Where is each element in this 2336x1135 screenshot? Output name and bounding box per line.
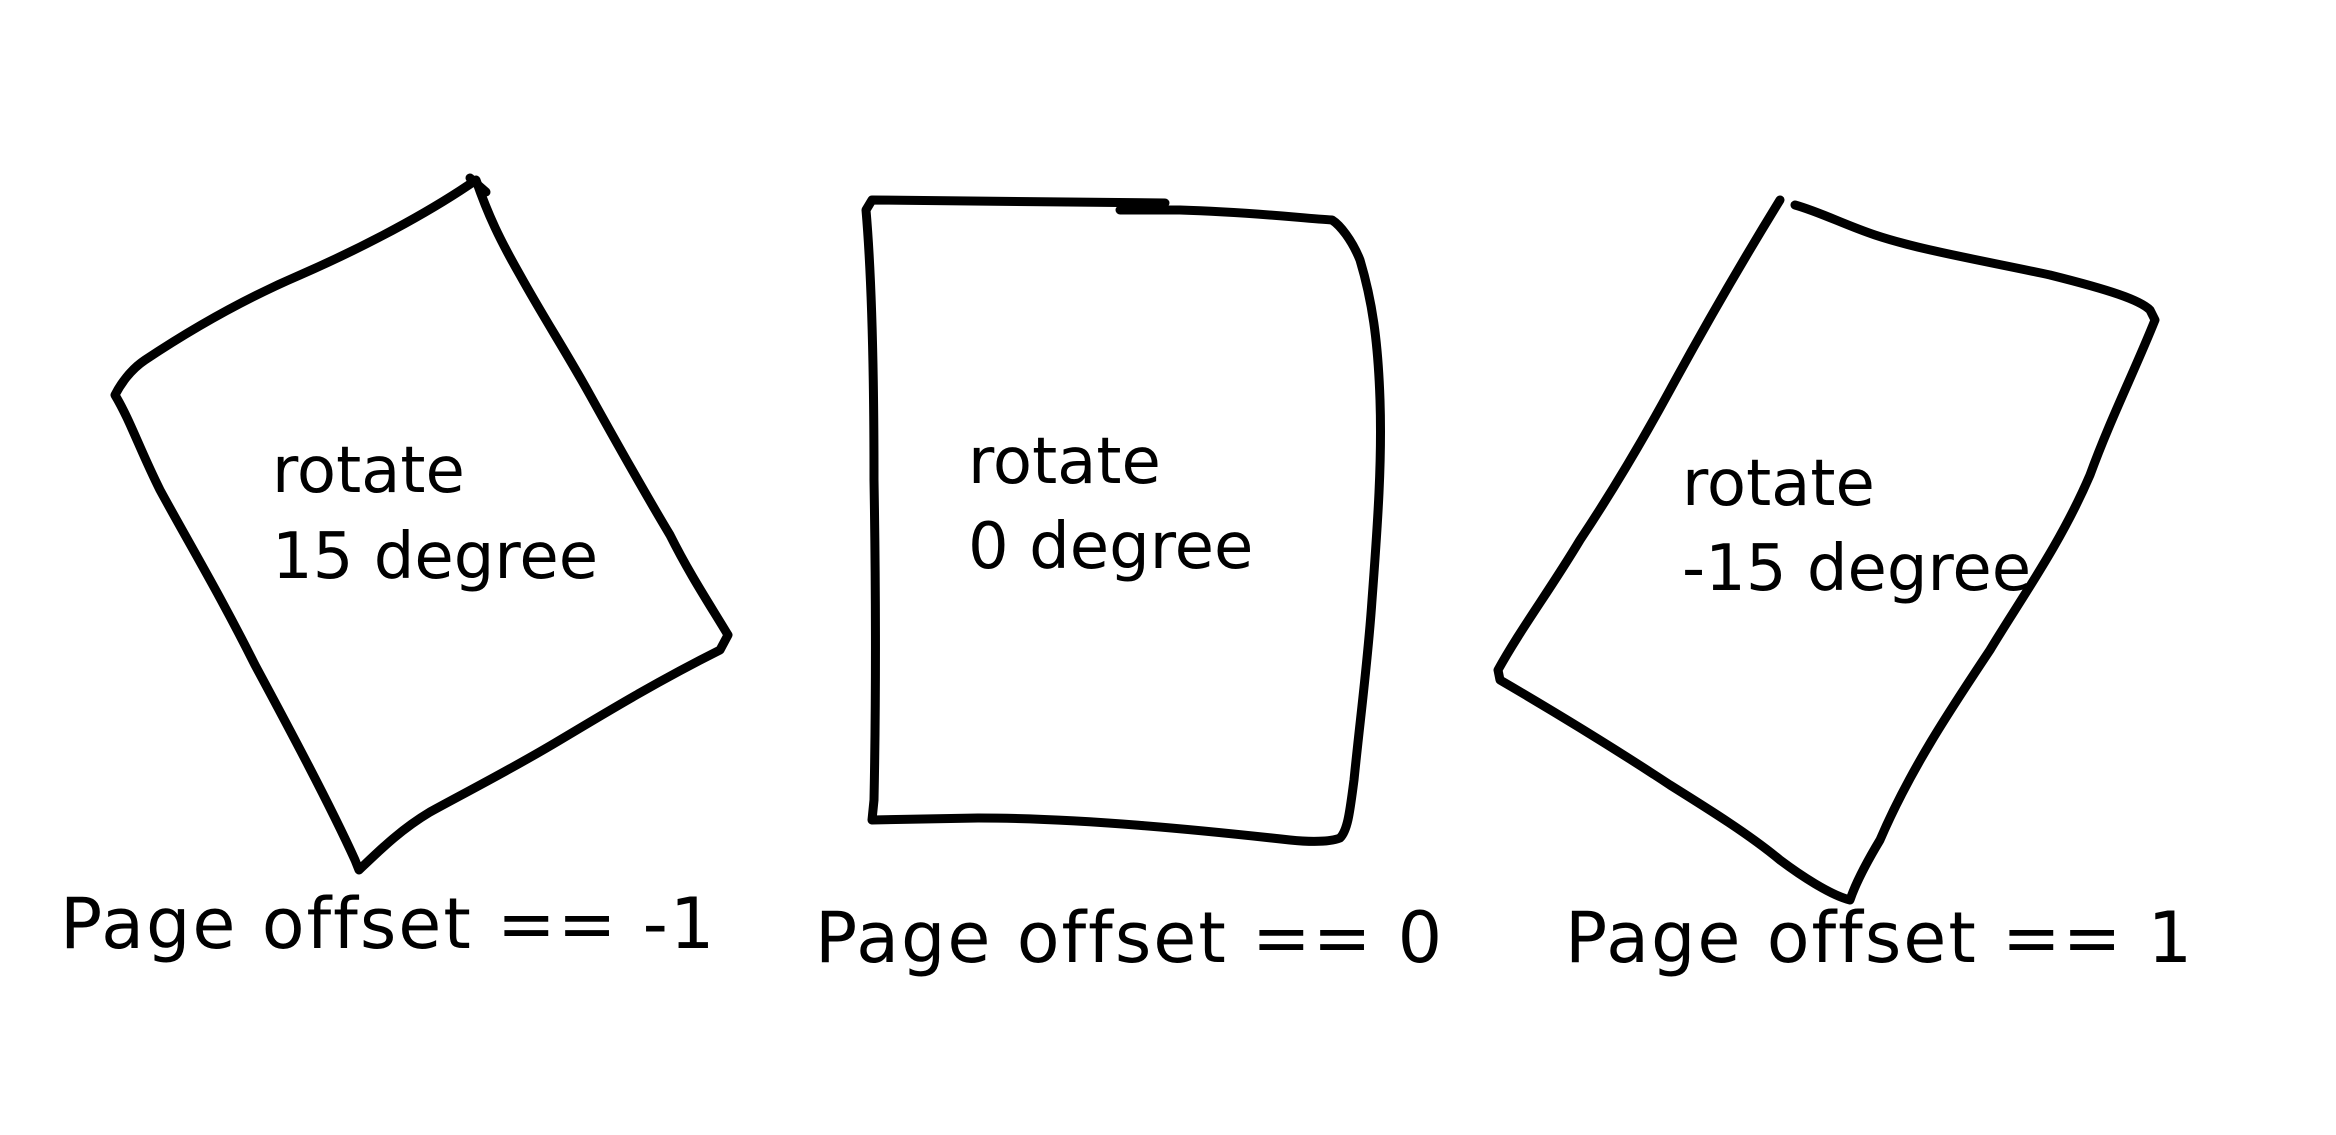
page-left-outline [110,175,733,875]
page-middle-outline [861,195,1386,846]
page-middle-label-line2: 0 degree [968,510,1253,584]
page-middle-label-line1: rotate [968,425,1161,499]
page-right-label-line2: -15 degree [1682,532,2031,606]
page-right-label-line1: rotate [1682,447,1875,521]
caption-middle: Page offset == 0 [815,897,1444,979]
caption-right: Page offset == 1 [1565,897,2194,979]
page-left-label-line2: 15 degree [272,520,598,594]
caption-left: Page offset == -1 [60,883,716,965]
page-left-corner-tick [465,173,491,197]
page-right: rotate -15 degree [1493,195,2160,905]
page-left: rotate 15 degree [110,173,733,875]
page-right-outline [1493,195,2160,905]
page-middle: rotate 0 degree [861,195,1386,846]
page-left-label-line1: rotate [272,434,465,508]
